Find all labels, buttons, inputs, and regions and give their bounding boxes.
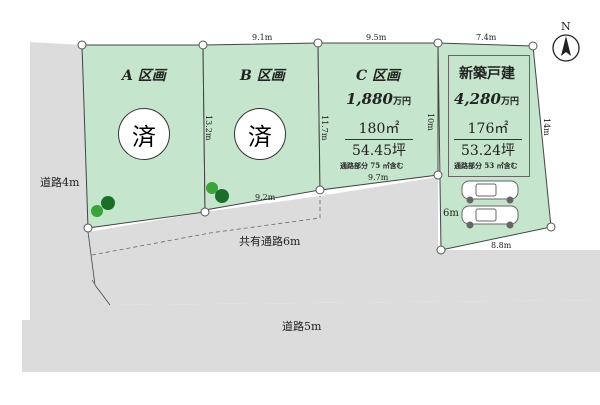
tree-icon bbox=[91, 205, 103, 217]
tree-icon bbox=[215, 189, 229, 203]
dim-b-bottom: 9.2m bbox=[255, 193, 276, 202]
lot-c-name: C 区画 bbox=[356, 68, 401, 84]
north-arrow-icon bbox=[552, 34, 580, 62]
dim-c-right: 10m bbox=[426, 113, 435, 131]
dim-b-left: 13.2m bbox=[204, 115, 213, 141]
tree-icon bbox=[206, 182, 218, 194]
dim-top-b: 9.1m bbox=[252, 33, 273, 42]
lot-a-sold-badge: 済 bbox=[118, 108, 170, 160]
boundary-pins bbox=[77, 38, 556, 255]
lot-c-area: 180㎡ 54.45坪 bbox=[345, 118, 413, 160]
lot-d-frame bbox=[448, 55, 530, 177]
shared-road bbox=[88, 177, 600, 305]
road-edge bbox=[94, 284, 111, 306]
road-left bbox=[22, 42, 600, 372]
lot-d-note: 通路部分 53 ㎡含む bbox=[454, 161, 518, 170]
car-icon bbox=[461, 180, 519, 204]
dim-top-c: 9.5m bbox=[366, 33, 387, 42]
tree-icon bbox=[101, 196, 115, 210]
shared-road-label: 共有通路6m bbox=[239, 235, 301, 248]
road-left-label: 道路4m bbox=[40, 176, 80, 189]
car-icon bbox=[461, 205, 519, 229]
dim-d-right: 14m bbox=[542, 118, 551, 136]
dim-d-left: 6m bbox=[443, 208, 459, 219]
road-edge-2 bbox=[87, 231, 96, 286]
lot-b-sold-badge: 済 bbox=[234, 108, 286, 160]
shared-road-dashed-2 bbox=[91, 279, 96, 286]
lot-d-price: 4,280万円 bbox=[454, 90, 519, 108]
lot-c-price: 1,880万円 bbox=[346, 90, 411, 108]
lot-d-name: 新築戸建 bbox=[459, 66, 515, 82]
dim-c-bottom: 9.7m bbox=[368, 173, 389, 182]
dim-top-d: 7.4m bbox=[476, 33, 497, 42]
dim-c-left: 11.7m bbox=[320, 115, 329, 141]
shared-road-dashed bbox=[91, 196, 321, 256]
road-bottom-label: 道路5m bbox=[282, 320, 322, 333]
lot-d-area: 176㎡ 53.24坪 bbox=[454, 118, 522, 160]
north-label: N bbox=[561, 20, 571, 33]
dim-d-bottom: 8.8m bbox=[491, 241, 512, 250]
lot-b-name: B 区画 bbox=[240, 68, 285, 84]
lot-c-note: 通路部分 75 ㎡含む bbox=[340, 161, 404, 170]
lot-a-name: A 区画 bbox=[122, 68, 166, 84]
